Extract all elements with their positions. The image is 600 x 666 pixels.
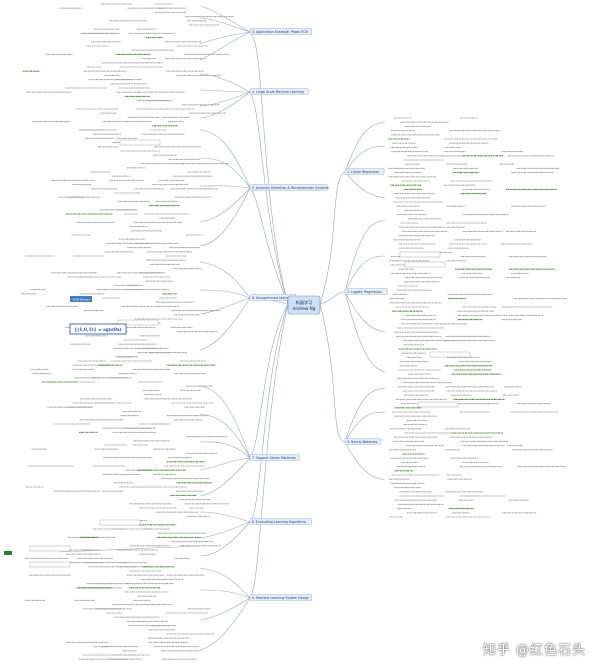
category-label: 4. Large Scale Machine Learning: [252, 90, 304, 94]
formula-box: {(1,0,1)} = sgn(θx): [69, 323, 127, 335]
formula-leaf: [119, 139, 161, 146]
formula-leaf: [417, 401, 459, 408]
category-label: 8. Evaluating Learning Algorithms: [252, 520, 306, 524]
leaf-nodes: [21, 3, 567, 660]
category-box: [344, 168, 385, 175]
watermark: 知乎 @红色石头: [482, 643, 586, 658]
category-node: 1. Linear Regression: [344, 168, 385, 175]
formula-leaf: [117, 319, 159, 326]
category-label: 9. Machine Learning System Design: [252, 596, 309, 600]
highlight-label-text: SVM Kernel: [73, 298, 90, 302]
category-node: 3. Application Example: Photo OCR: [249, 28, 312, 35]
category-box: [344, 288, 388, 295]
formula-text: {(1,0,1)} = sgn(θx): [74, 328, 121, 333]
category-box: [249, 88, 309, 95]
formula-leaf: [399, 251, 441, 258]
category-box: [249, 184, 328, 191]
formula-leaf: [29, 545, 71, 552]
category-label: 3. Application Example: Photo OCR: [252, 30, 309, 34]
category-node: 3. Neural Networks: [344, 438, 381, 445]
category-box: [249, 454, 300, 461]
category-box: [249, 28, 312, 35]
category-box: [249, 594, 312, 601]
category-node: 5. Anomaly Detection & Recommender Syste…: [249, 184, 329, 191]
category-label: 6. Unsupervised Learning: [252, 296, 293, 300]
category-label: 3. Neural Networks: [347, 440, 378, 444]
green-marker: [4, 551, 12, 555]
formula-leaf: [404, 261, 446, 268]
category-label: 1. Linear Regression: [347, 170, 379, 174]
category-node: 8. Evaluating Learning Algorithms: [249, 518, 312, 525]
formula-leaf: [29, 561, 71, 568]
category-label: 5. Anomaly Detection & Recommender Syste…: [252, 186, 329, 190]
category-node: 4. Large Scale Machine Learning: [249, 88, 309, 95]
root-node: 机器学习 Andrew Ng: [287, 295, 321, 315]
svm-kernel-label: SVM Kernel: [70, 296, 92, 302]
category-label: 2. Logistic Regression: [347, 290, 382, 294]
formula-leaf: [99, 519, 141, 526]
category-node: 9. Machine Learning System Design: [249, 594, 312, 601]
root-subtitle: Andrew Ng: [293, 306, 316, 311]
category-node: 7. Support Vector Machines: [249, 454, 300, 461]
category-label: 7. Support Vector Machines: [252, 456, 296, 460]
root-title: 机器学习: [296, 299, 313, 306]
formula-leaf: [429, 351, 471, 358]
category-box: [249, 518, 312, 525]
category-node: 2. Logistic Regression: [344, 288, 388, 295]
category-box: [344, 438, 381, 445]
category-nodes: 3. Application Example: Photo OCR 4. Larg…: [249, 28, 388, 601]
